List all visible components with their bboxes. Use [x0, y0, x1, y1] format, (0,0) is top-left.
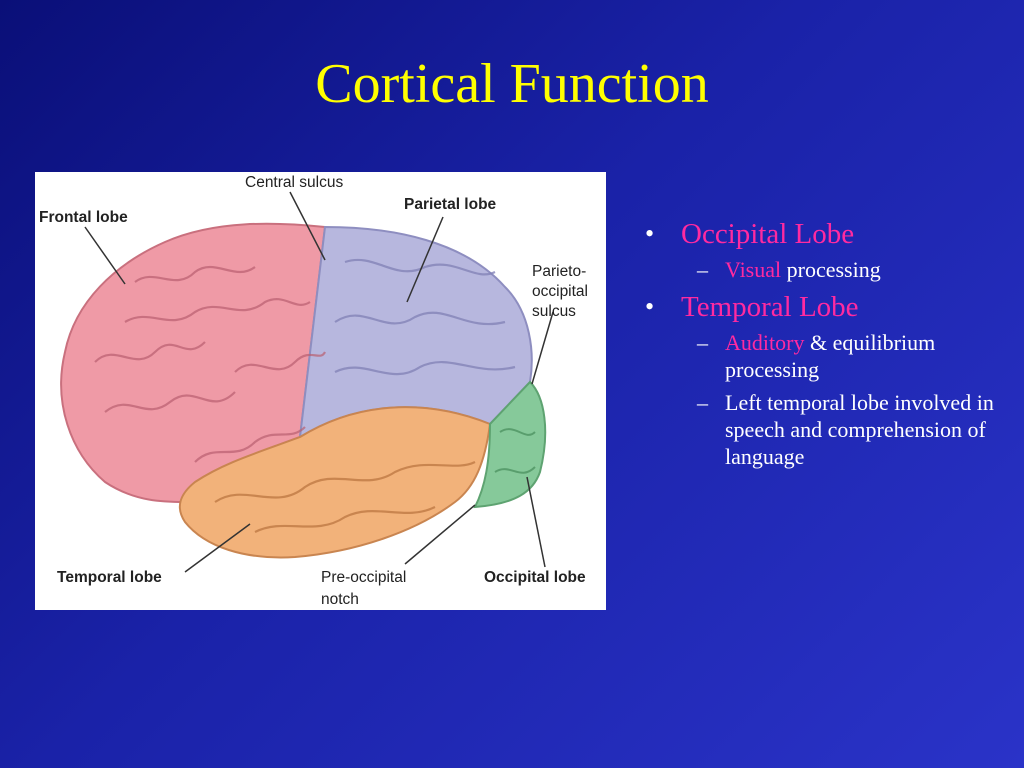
temporal-lobe-label: Temporal lobe [57, 569, 162, 586]
parieto-occipital-label-line1: Parieto- [532, 263, 587, 280]
pre-occipital-label-line1: Pre-occipital [321, 569, 407, 586]
brain-illustration [60, 191, 554, 573]
pre-occipital-label-line2: notch [321, 591, 359, 608]
parietal-lobe-label: Parietal lobe [404, 196, 497, 213]
bullet-temporal-lobe: Temporal Lobe [645, 289, 1005, 325]
bullet-list: Occipital Lobe –Visual processing Tempor… [645, 214, 1005, 470]
parieto-occipital-label-line3: sulcus [532, 303, 576, 320]
highlight-visual: Visual [725, 257, 782, 282]
leader-lines [84, 191, 554, 573]
temporal-gyri [214, 460, 476, 533]
temporal-lobe-region [178, 406, 492, 559]
parietal-lobe-region [298, 225, 533, 439]
highlight-auditory: Auditory [725, 330, 805, 355]
sub-bullet-left-temporal: –Left temporal lobe involved in speech a… [697, 390, 994, 469]
occipital-lobe-label: Occipital lobe [484, 569, 586, 586]
sub-bullet-visual: –Visual processing [697, 257, 881, 282]
parieto-occipital-label-line2: occipital [532, 283, 588, 300]
sub-bullet-auditory: –Auditory & equilibrium processing [697, 330, 936, 382]
frontal-lobe-label: Frontal lobe [39, 209, 128, 226]
brain-diagram: Central sulcus Frontal lobe Parietal lob… [35, 172, 606, 610]
occipital-gyri [494, 428, 536, 474]
occipital-lobe-region [473, 380, 547, 509]
slide-title: Cortical Function [315, 53, 709, 115]
parietal-gyri [334, 258, 516, 376]
central-sulcus-label: Central sulcus [245, 174, 344, 191]
frontal-gyri [94, 266, 326, 463]
bullet-occipital-lobe: Occipital Lobe [645, 216, 1005, 252]
